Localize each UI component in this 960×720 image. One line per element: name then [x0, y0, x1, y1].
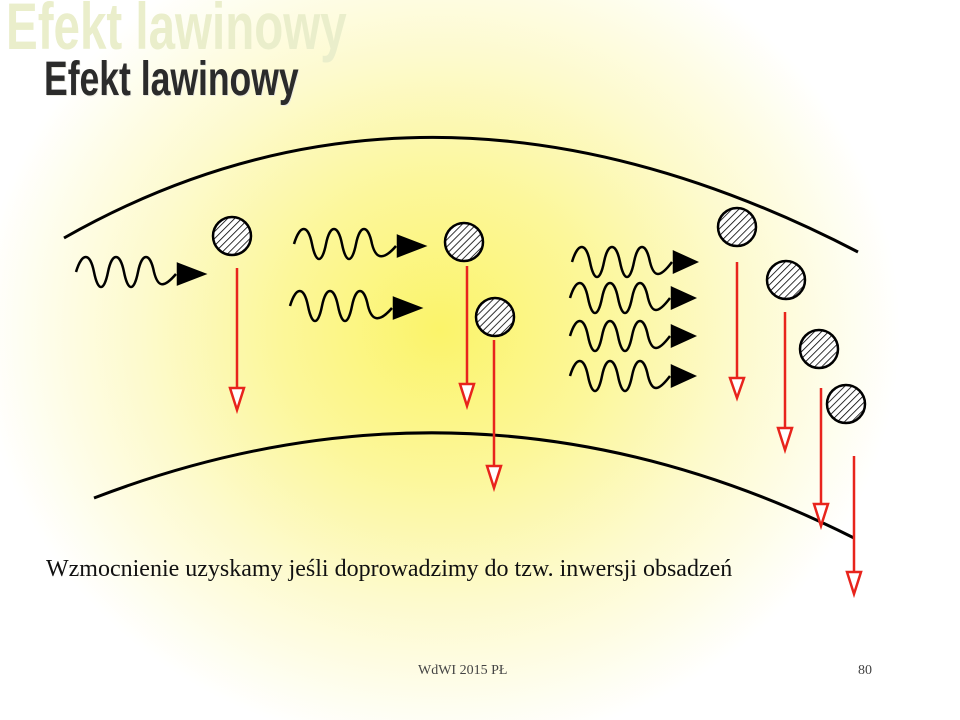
footer-text: WdWI 2015 PŁ	[418, 663, 508, 678]
caption-text: Wzmocnienie uzyskamy jeśli doprowadzimy …	[46, 556, 733, 582]
wavy-arrow-icon	[74, 255, 208, 289]
lower-energy-level	[93, 431, 855, 540]
wavy-arrow-icon	[568, 281, 698, 315]
wavy-arrow-icon	[570, 245, 700, 279]
page-number: 80	[858, 663, 872, 678]
hatched-circle-icon	[211, 215, 253, 257]
upper-energy-level	[63, 136, 859, 254]
wavy-arrow-icon	[288, 289, 424, 323]
down-arrow-icon	[845, 456, 863, 599]
title-shadow: Efekt lawinowy	[6, 0, 347, 63]
down-arrow-icon	[485, 340, 503, 493]
wavy-arrow-icon	[292, 227, 428, 261]
wavy-arrow-icon	[568, 319, 698, 353]
down-arrow-icon	[776, 312, 794, 455]
slide-title: Efekt lawinowy	[44, 53, 299, 106]
transition-arrows	[228, 262, 863, 599]
hatched-circle-icon	[798, 328, 840, 370]
down-arrow-icon	[812, 388, 830, 531]
hatched-circle-icon	[765, 259, 807, 301]
down-arrow-icon	[458, 266, 476, 411]
down-arrow-icon	[228, 268, 246, 415]
down-arrow-icon	[728, 262, 746, 402]
photons	[74, 227, 700, 393]
hatched-circle-icon	[825, 383, 867, 425]
atoms	[211, 206, 867, 425]
wavy-arrow-icon	[568, 359, 698, 393]
hatched-circle-icon	[443, 221, 485, 263]
hatched-circle-icon	[474, 296, 516, 338]
hatched-circle-icon	[716, 206, 758, 248]
